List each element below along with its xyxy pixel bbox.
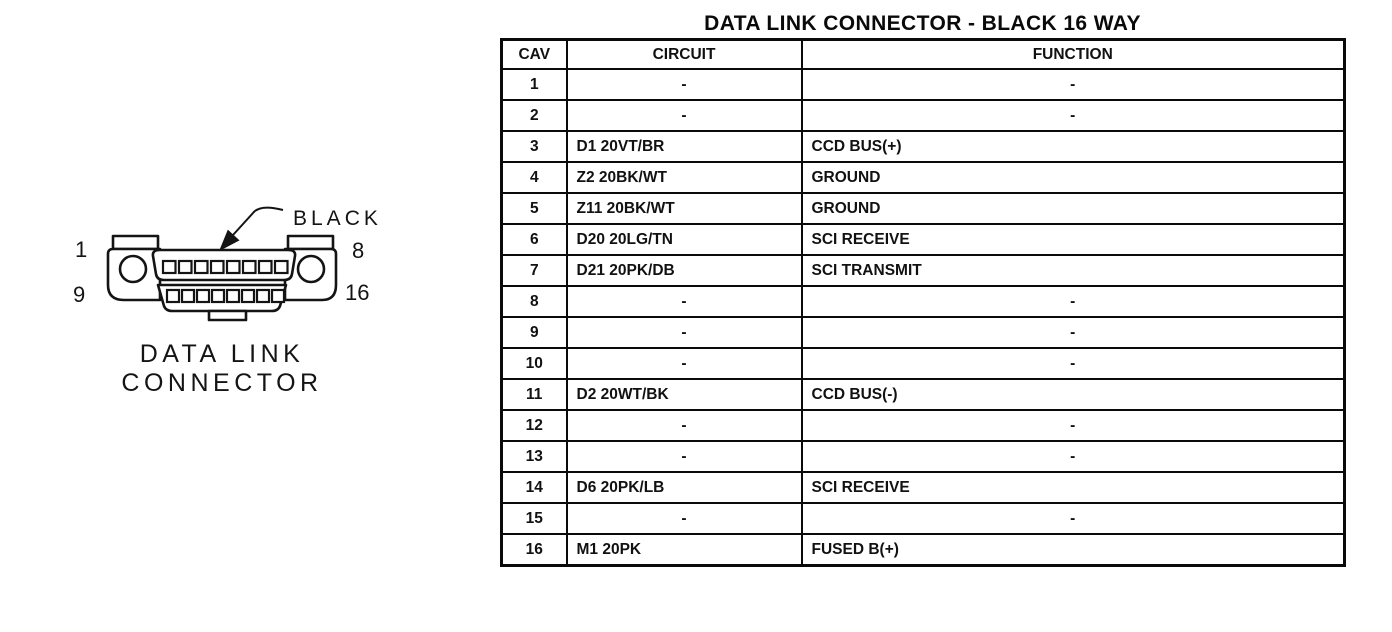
table-row: 12 - - xyxy=(500,409,1346,442)
pin-label-1: 1 xyxy=(75,237,87,262)
figure-caption-line2: CONNECTOR xyxy=(121,369,322,397)
figure-caption-line1: DATA LINK xyxy=(140,340,305,368)
function-cell: SCI RECEIVE xyxy=(800,223,1346,256)
cav-cell: 9 xyxy=(500,316,568,349)
pin-label-16: 16 xyxy=(345,280,369,305)
function-cell: - xyxy=(800,285,1346,318)
function-cell: FUSED B(+) xyxy=(800,533,1346,567)
table-row: 13 - - xyxy=(500,440,1346,473)
function-cell: CCD BUS(-) xyxy=(800,378,1346,411)
circuit-cell: - xyxy=(565,285,803,318)
circuit-cell: - xyxy=(565,409,803,442)
circuit-cell: M1 20PK xyxy=(565,533,803,567)
header-row: CAV CIRCUIT FUNCTION xyxy=(500,38,1346,70)
left-ear-tab xyxy=(111,234,160,251)
left-bolt-hole xyxy=(118,254,148,284)
table-row: 9 - - xyxy=(500,316,1346,349)
pin-row-lower xyxy=(165,288,286,304)
right-ear-tab xyxy=(286,234,335,251)
leader-line xyxy=(232,206,284,236)
function-cell: SCI RECEIVE xyxy=(800,471,1346,504)
circuit-cell: D1 20VT/BR xyxy=(565,130,803,163)
table-row: 3 D1 20VT/BR CCD BUS(+) xyxy=(500,130,1346,163)
cav-cell: 14 xyxy=(500,471,568,504)
circuit-cell: - xyxy=(565,347,803,380)
pin-label-9: 9 xyxy=(73,282,85,307)
color-label: BLACK xyxy=(293,207,382,230)
function-cell: - xyxy=(800,347,1346,380)
table-row: 1 - - xyxy=(500,68,1346,101)
circuit-cell: D2 20WT/BK xyxy=(565,378,803,411)
pin-row-upper xyxy=(161,259,289,275)
function-cell: GROUND xyxy=(800,192,1346,225)
table-row: 11 D2 20WT/BK CCD BUS(-) xyxy=(500,378,1346,411)
table-row: 4 Z2 20BK/WT GROUND xyxy=(500,161,1346,194)
arrowhead-icon xyxy=(219,229,240,252)
function-cell: - xyxy=(800,502,1346,535)
cav-cell: 6 xyxy=(500,223,568,256)
circuit-cell: Z2 20BK/WT xyxy=(565,161,803,194)
column-header-circuit: CIRCUIT xyxy=(565,38,803,70)
function-cell: - xyxy=(800,316,1346,349)
circuit-cell: - xyxy=(565,440,803,473)
table-row: 16 M1 20PK FUSED B(+) xyxy=(500,533,1346,567)
circuit-cell: D20 20LG/TN xyxy=(565,223,803,256)
cav-cell: 7 xyxy=(500,254,568,287)
circuit-cell: - xyxy=(565,316,803,349)
cav-cell: 5 xyxy=(500,192,568,225)
circuit-cell: D21 20PK/DB xyxy=(565,254,803,287)
cav-cell: 2 xyxy=(500,99,568,132)
table-row: 5 Z11 20BK/WT GROUND xyxy=(500,192,1346,225)
cav-cell: 3 xyxy=(500,130,568,163)
function-cell: CCD BUS(+) xyxy=(800,130,1346,163)
circuit-cell: - xyxy=(565,68,803,101)
cav-cell: 1 xyxy=(500,68,568,101)
table-row: 10 - - xyxy=(500,347,1346,380)
circuit-cell: D6 20PK/LB xyxy=(565,471,803,504)
cav-cell: 4 xyxy=(500,161,568,194)
cav-cell: 10 xyxy=(500,347,568,380)
cav-cell: 8 xyxy=(500,285,568,318)
table-row: 6 D20 20LG/TN SCI RECEIVE xyxy=(500,223,1346,256)
connector-bottom-tab xyxy=(207,309,248,322)
table-row: 7 D21 20PK/DB SCI TRANSMIT xyxy=(500,254,1346,287)
table-row: 2 - - xyxy=(500,99,1346,132)
pinout-table: CAV CIRCUIT FUNCTION 1 - - 2 - - 3 D1 20… xyxy=(500,38,1346,567)
data-link-connector-figure: BLACK 1 9 8 16 DATA LINK CONNECTOR xyxy=(55,188,405,408)
circuit-cell: Z11 20BK/WT xyxy=(565,192,803,225)
cav-cell: 15 xyxy=(500,502,568,535)
function-cell: - xyxy=(800,440,1346,473)
function-cell: GROUND xyxy=(800,161,1346,194)
function-cell: - xyxy=(800,409,1346,442)
right-bolt-hole xyxy=(296,254,326,284)
function-cell: - xyxy=(800,68,1346,101)
column-header-cav: CAV xyxy=(500,38,568,70)
circuit-cell: - xyxy=(565,99,803,132)
column-header-function: FUNCTION xyxy=(800,38,1346,70)
function-cell: - xyxy=(800,99,1346,132)
table-row: 14 D6 20PK/LB SCI RECEIVE xyxy=(500,471,1346,504)
cav-cell: 11 xyxy=(500,378,568,411)
cav-cell: 16 xyxy=(500,533,568,567)
function-cell: SCI TRANSMIT xyxy=(800,254,1346,287)
table-row: 15 - - xyxy=(500,502,1346,535)
cav-cell: 13 xyxy=(500,440,568,473)
table-row: 8 - - xyxy=(500,285,1346,318)
cav-cell: 12 xyxy=(500,409,568,442)
table-title: DATA LINK CONNECTOR - BLACK 16 WAY xyxy=(704,12,1141,35)
pin-label-8: 8 xyxy=(352,238,364,263)
circuit-cell: - xyxy=(565,502,803,535)
